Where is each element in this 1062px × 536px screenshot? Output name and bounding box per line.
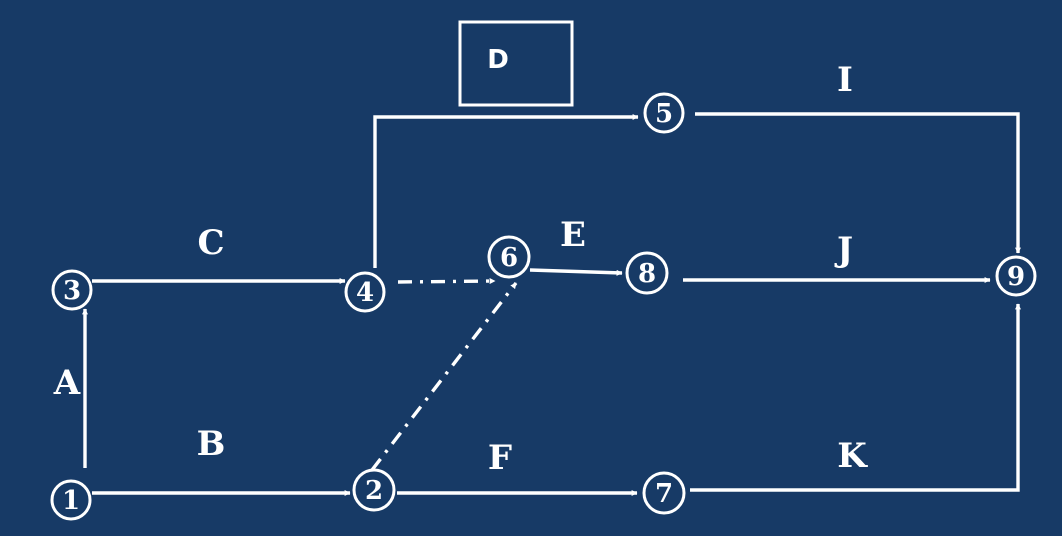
node-3-label: 3 xyxy=(63,276,81,306)
node-9: 9 xyxy=(995,255,1037,297)
node-5-label: 5 xyxy=(655,99,673,129)
node-2: 2 xyxy=(352,468,396,512)
node-4: 4 xyxy=(344,271,386,313)
edge-e xyxy=(529,268,623,276)
edge-k xyxy=(690,303,1021,492)
edge-label-f: F xyxy=(488,438,512,478)
edge-label-k: K xyxy=(837,436,868,476)
node-7: 7 xyxy=(642,471,686,515)
node-2-circle xyxy=(352,468,396,512)
node-1-circle xyxy=(50,479,92,521)
node-5: 5 xyxy=(643,92,685,134)
node-3-circle xyxy=(51,269,93,311)
node-1-label: 1 xyxy=(62,486,80,516)
node-4-label: 4 xyxy=(356,278,374,308)
node-7-circle xyxy=(642,471,686,515)
edge-label-a: A xyxy=(53,363,81,403)
edge-label-j: J xyxy=(834,230,853,270)
node-6-circle xyxy=(487,235,531,279)
node-5-circle xyxy=(643,92,685,134)
node-8-circle xyxy=(625,251,669,295)
node-8-label: 8 xyxy=(638,259,656,289)
node-9-circle xyxy=(995,255,1037,297)
edge-label-e: E xyxy=(560,215,586,255)
edge-label-i: I xyxy=(837,60,853,100)
node-6-label: 6 xyxy=(500,243,518,273)
edge-label-c: C xyxy=(197,223,224,263)
node-7-label: 7 xyxy=(655,479,673,509)
edge-d xyxy=(373,114,639,268)
node-9-label: 9 xyxy=(1007,262,1025,292)
node-2-label: 2 xyxy=(365,476,383,506)
node-8: 8 xyxy=(625,251,669,295)
edge-i xyxy=(695,112,1021,254)
node-4-circle xyxy=(344,271,386,313)
node-3: 3 xyxy=(51,269,93,311)
activity-box-d-label: D xyxy=(487,45,509,75)
node-1: 1 xyxy=(50,479,92,521)
dummy-edge-4-6 xyxy=(397,278,496,285)
activity-box-d xyxy=(458,20,574,107)
node-6: 6 xyxy=(487,235,531,279)
edge-label-b: B xyxy=(197,424,226,464)
dummy-edge-2-6 xyxy=(370,281,518,472)
